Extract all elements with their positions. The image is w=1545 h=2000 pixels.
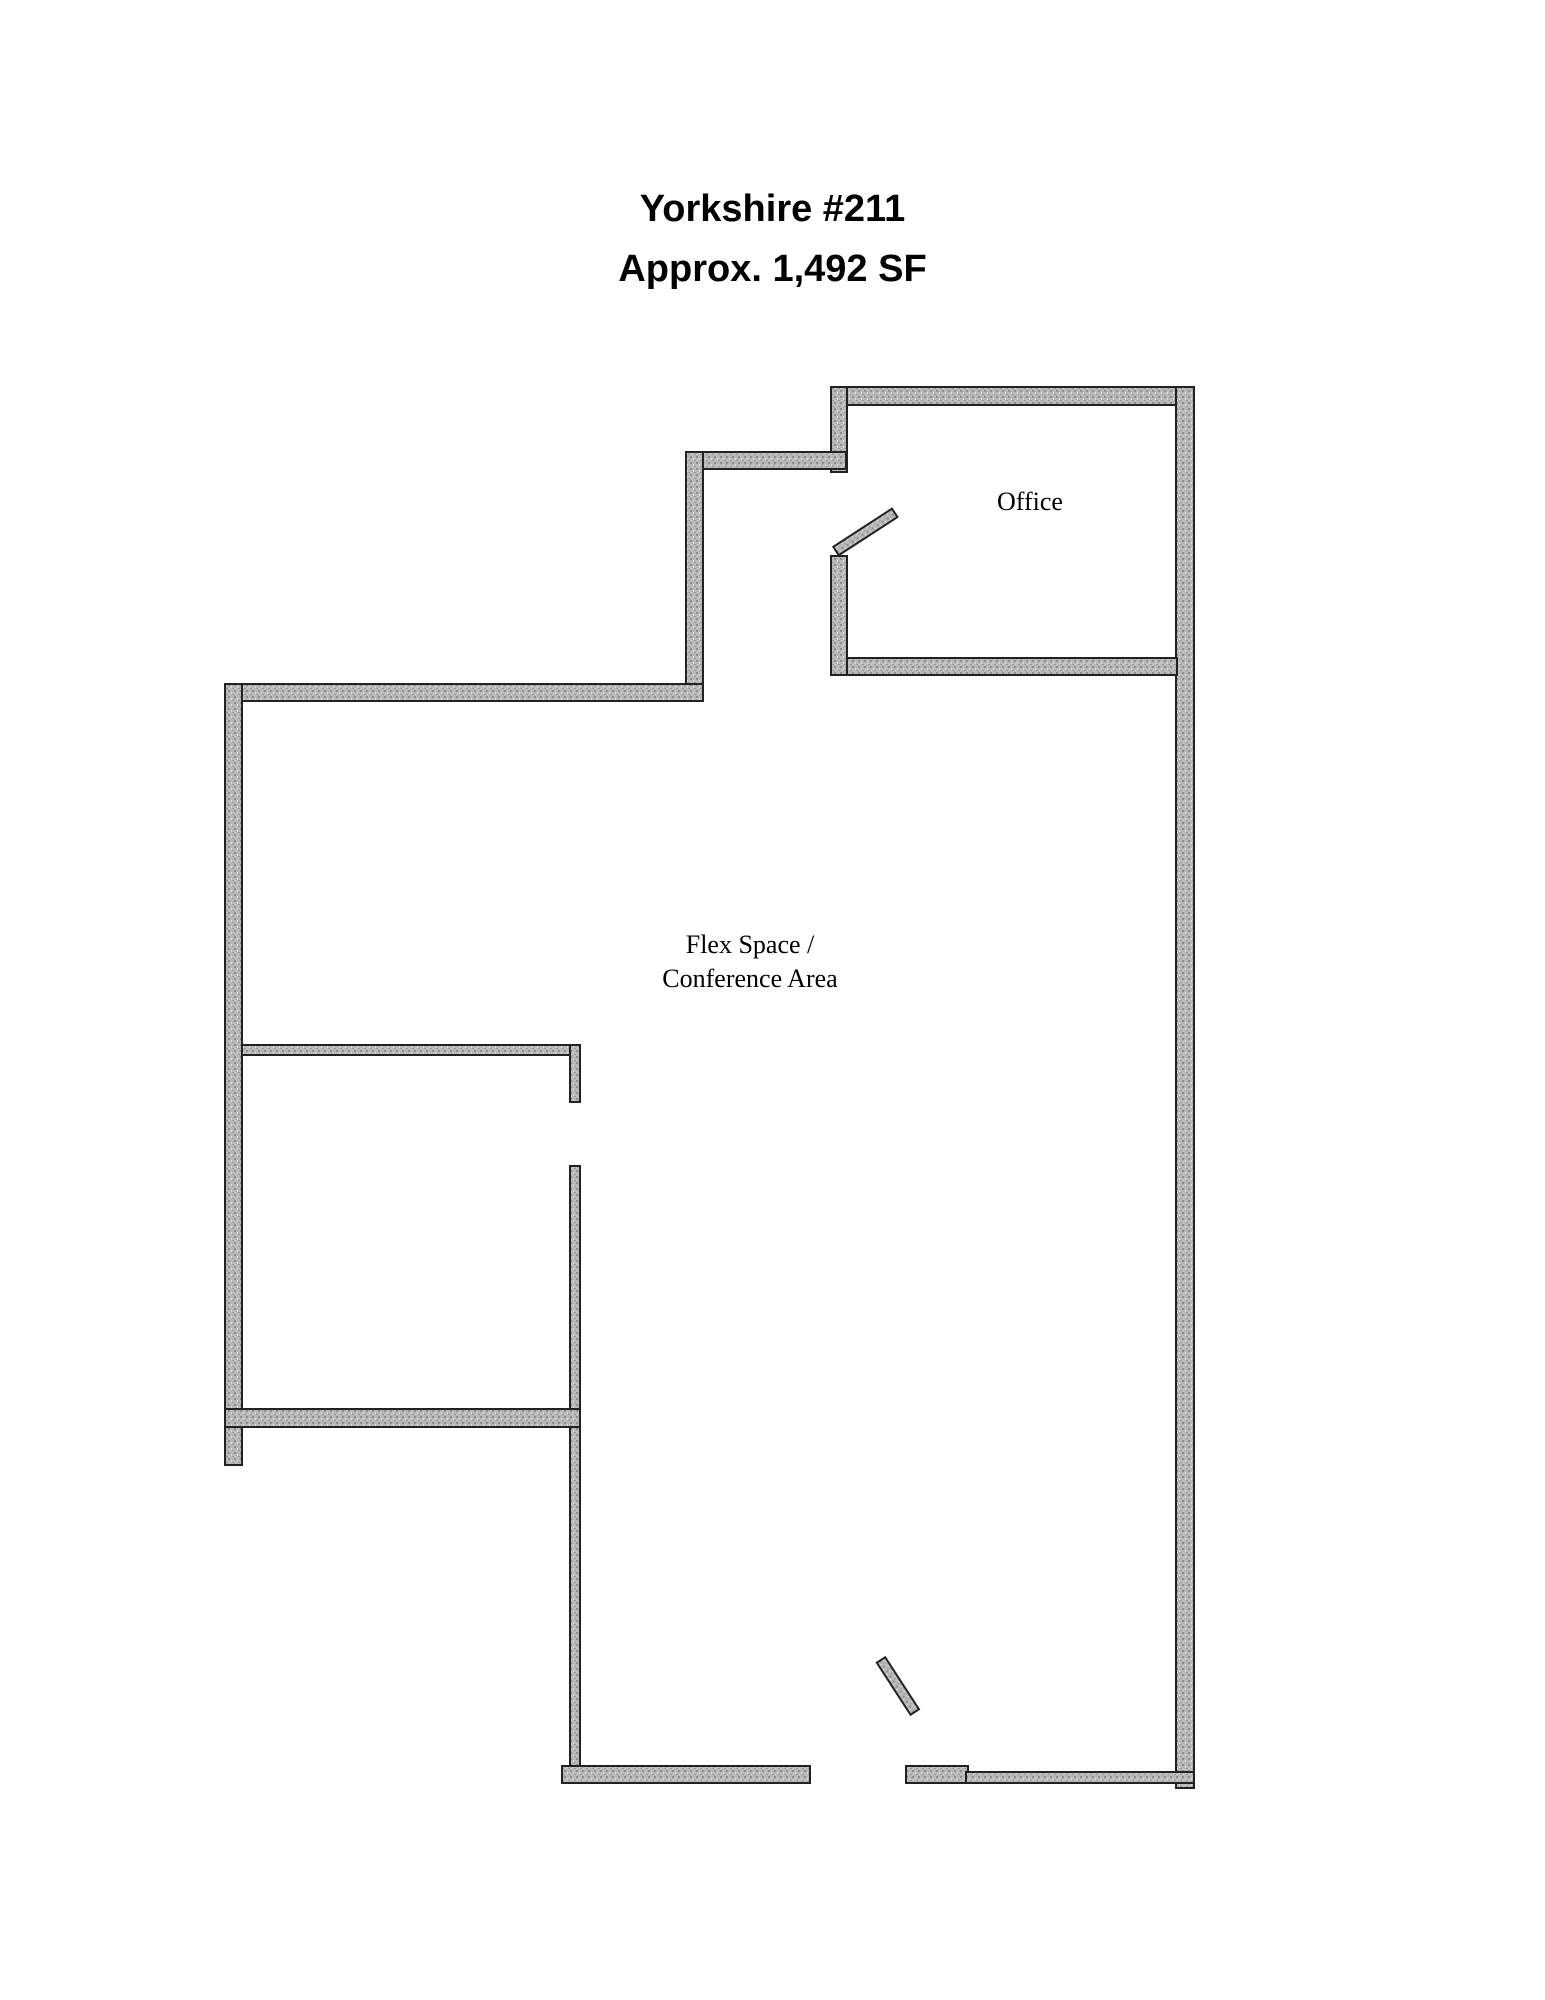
wall-room-bottom xyxy=(224,1408,581,1428)
wall-jog-top xyxy=(685,451,847,470)
door-entry xyxy=(875,1655,921,1717)
wall-office-left-upper xyxy=(830,386,848,473)
wall-jog-vertical xyxy=(685,451,704,702)
flex-label-line-2: Conference Area xyxy=(662,963,838,993)
wall-west xyxy=(224,683,243,1466)
wall-room-top xyxy=(241,1044,581,1056)
wall-room-right-upper xyxy=(569,1044,581,1103)
wall-south-right-thin xyxy=(965,1771,1195,1784)
wall-south-right-thick xyxy=(905,1765,969,1784)
wall-office-left-lower xyxy=(830,555,848,676)
walls-group xyxy=(224,386,1195,1789)
flex-label-line-1: Flex Space / xyxy=(685,930,815,959)
room-label-flex-space: Flex Space / Conference Area xyxy=(600,928,900,996)
wall-office-right xyxy=(1175,386,1195,1789)
wall-north xyxy=(224,683,704,702)
wall-office-top xyxy=(837,386,1193,406)
room-label-office: Office xyxy=(997,487,1063,516)
wall-office-bottom xyxy=(846,657,1178,676)
plan-title: Yorkshire #211 xyxy=(639,188,906,230)
wall-south-left xyxy=(561,1765,811,1784)
door-office xyxy=(831,507,899,557)
plan-area: Approx. 1,492 SF xyxy=(618,248,927,290)
doors-group xyxy=(831,507,921,1717)
wall-room-right-lower xyxy=(569,1165,581,1783)
